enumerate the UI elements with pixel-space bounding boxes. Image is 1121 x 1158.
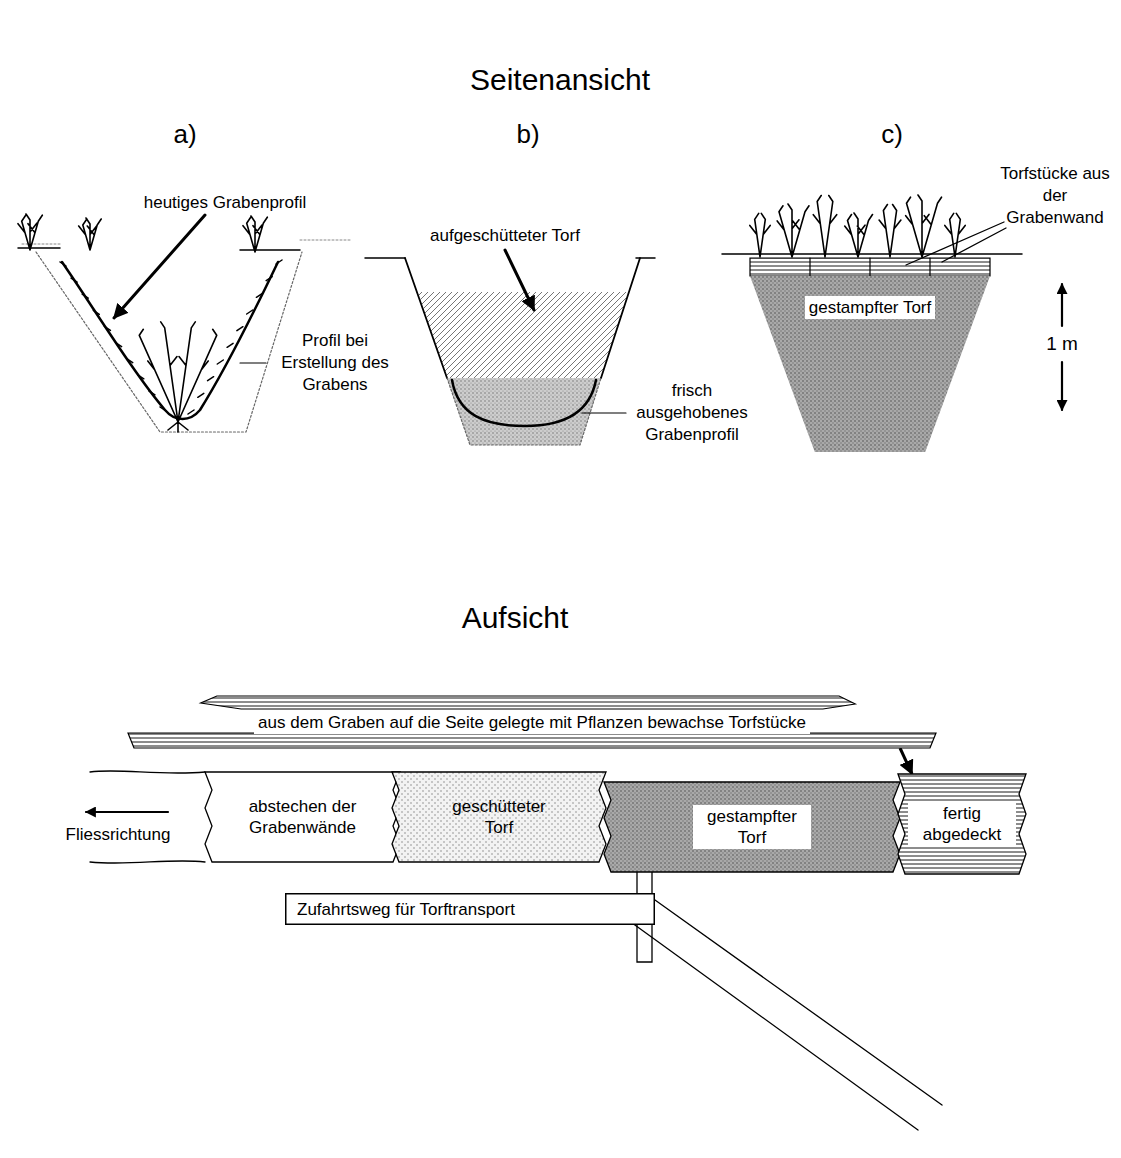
section-heading: Aufsicht (365, 600, 665, 636)
leader-line (582, 412, 626, 413)
vegetation (60, 260, 282, 414)
peat-sods-strip: aus dem Graben auf die Seite gelegte mit… (128, 696, 936, 748)
tamped-peat-segment: gestampfter Torf (604, 782, 900, 872)
scale-arrow (1061, 284, 1063, 326)
box-border (286, 894, 655, 925)
callout-label: frisch ausgehobenes Grabenprofil (617, 380, 767, 446)
hatched-peat (418, 292, 628, 378)
original-profile (36, 252, 302, 432)
callout-label: heutiges Grabenprofil (120, 192, 330, 214)
leader-line (906, 222, 1006, 265)
callout-label: Torfstücke aus der Grabenwand (999, 163, 1111, 229)
panel-letter: b) (498, 118, 558, 150)
leader-arrow (505, 250, 534, 310)
node-text: geschütteter Torf (439, 796, 559, 838)
callout-label: Profil bei Erstellung des Grabens (265, 330, 405, 396)
ditch-segment (205, 772, 400, 862)
panel-letter: a) (155, 118, 215, 150)
node-text: gestampfter Torf (693, 805, 811, 849)
scale-arrow (1061, 362, 1063, 410)
node-outline (392, 772, 606, 862)
plant (750, 195, 965, 257)
road (628, 900, 942, 1130)
panel-letter: c) (862, 118, 922, 150)
covered-segment: fertig abgedeckt (898, 774, 1026, 874)
ground-line (18, 248, 300, 250)
ditch-wall (405, 258, 640, 378)
peat-blocks (750, 258, 990, 276)
node-text: fertig abgedeckt (908, 802, 1016, 846)
callout-label: aufgeschütteter Torf (410, 225, 600, 247)
node-text: Zufahrtsweg für Torftransport (297, 899, 515, 920)
plant (18, 214, 267, 432)
leader-arrow (114, 215, 205, 318)
node-text: gestampfter Torf (805, 296, 936, 319)
ditch-segment (392, 772, 606, 862)
ditch-edge (90, 771, 205, 863)
trapezoid-fill (750, 276, 990, 452)
ditch-wall-dotted (447, 378, 601, 445)
poured-peat-segment: geschütteter Torf (392, 772, 606, 862)
tamped-peat-section: gestampfter Torf (750, 276, 990, 452)
sod-band (201, 696, 855, 709)
ground-line-dotted (20, 240, 352, 244)
present-profile (62, 262, 278, 419)
sod-band (128, 733, 936, 748)
ground-line (722, 253, 1022, 255)
block-joints (810, 258, 930, 276)
section-heading: Seitenansicht (410, 62, 710, 98)
flow-arrow (86, 811, 168, 813)
node-text: aus dem Graben auf die Seite gelegte mit… (254, 711, 810, 734)
peat-bottom (447, 378, 601, 445)
ditch-segment (604, 782, 900, 872)
access-road-box: Zufahrtsweg für Torftransport (285, 893, 655, 925)
cutting-segment: abstechen der Grabenwände (205, 772, 400, 862)
fresh-profile (452, 380, 596, 426)
connector-arrow (900, 748, 912, 774)
scale-label: 1 m (1037, 333, 1087, 355)
leader-line (240, 362, 266, 363)
node-text: abstechen der Grabenwände (215, 796, 390, 838)
flow-label: Fliessrichtung (48, 824, 188, 846)
ditch-segment (898, 774, 1026, 874)
node-outline (205, 772, 400, 862)
